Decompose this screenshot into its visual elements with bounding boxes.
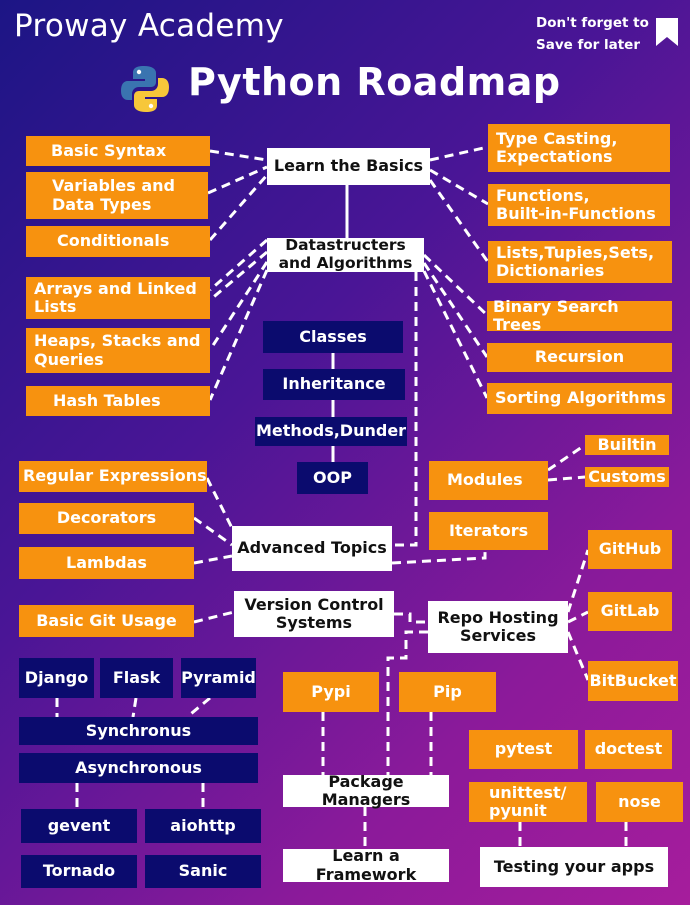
edge-basics-conditionals — [208, 174, 269, 241]
edge-pyramid-sync — [186, 696, 211, 719]
edge-flask-sync — [131, 697, 138, 718]
node-hash-tables: Hash Tables — [26, 386, 210, 416]
node-sorting: Sorting Algorithms — [487, 383, 672, 414]
node-oop: OOP — [297, 462, 368, 494]
node-pypi: Pypi — [283, 672, 379, 712]
node-package-managers: Package Managers — [283, 772, 449, 809]
node-lists: Lists,Tupies,Sets, Dictionaries — [488, 241, 672, 283]
node-nose: nose — [596, 782, 683, 822]
node-tornado: Tornado — [21, 855, 137, 888]
node-methods-dunder: Methods,Dunder — [255, 417, 407, 446]
edge-dsa-arrays — [209, 250, 268, 302]
edge-modules-builtin — [547, 443, 586, 472]
edge-dsa-recursion — [422, 262, 489, 358]
node-arrays: Arrays and Linked Lists — [26, 277, 210, 319]
node-lambdas: Lambdas — [19, 547, 194, 579]
node-type-casting: Type Casting, Expectations — [488, 124, 670, 172]
node-advanced-topics: Advanced Topics — [232, 526, 392, 571]
edge-repo-github — [566, 549, 590, 613]
node-learn-framework: Learn a Framework — [283, 846, 449, 883]
python-logo-icon — [121, 66, 169, 112]
edge-vcs-repo — [394, 612, 428, 624]
node-vcs: Version Control Systems — [234, 591, 394, 637]
edge-advanced-decorators — [193, 516, 233, 547]
node-pip: Pip — [399, 672, 496, 712]
edge-repo-bitbucket — [566, 631, 590, 681]
node-pyramid: Pyramid — [181, 658, 256, 698]
node-gitlab: GitLab — [588, 592, 672, 631]
edge-dsa-sorting — [422, 270, 489, 399]
node-inheritance: Inheritance — [263, 369, 405, 400]
edge-dsa-heaps — [208, 261, 269, 351]
node-bitbucket: BitBucket — [588, 661, 678, 701]
edge-advanced-lambdas — [193, 554, 233, 565]
edge-dsa-conditionals — [209, 238, 268, 292]
edge-dsa-bst — [422, 253, 489, 317]
node-modules: Modules — [429, 461, 548, 500]
node-iterators: Iterators — [429, 512, 548, 550]
node-decorators: Decorators — [19, 503, 194, 534]
node-bst: Binary Search Trees — [487, 297, 672, 334]
node-github: GitHub — [588, 530, 672, 569]
node-gevent: gevent — [21, 809, 137, 843]
edge-dsa-hash — [208, 269, 269, 401]
node-testing: Testing your apps — [480, 847, 668, 887]
node-basic-syntax: Basic Syntax — [26, 136, 210, 166]
edge-basics-lists — [428, 179, 490, 263]
edge-modules-customs — [547, 475, 586, 482]
edge-advanced-iterators — [391, 550, 487, 565]
node-synchronus: Synchronus — [19, 717, 258, 745]
edge-repo-gitlab — [567, 610, 589, 624]
edge-basics-basic-syntax — [209, 149, 268, 162]
save-reminder: Don't forget to Save for later — [536, 15, 649, 53]
node-pytest: pytest — [469, 730, 578, 769]
edge-git-vcs — [193, 610, 235, 624]
node-regex: Regular Expressions — [19, 461, 207, 492]
edge-basics-variables — [207, 165, 268, 195]
node-heaps: Heaps, Stacks and Queries — [26, 328, 210, 373]
node-django: Django — [19, 658, 94, 698]
node-repo-hosting: Repo Hosting Services — [428, 601, 568, 653]
node-unittest: unittest/ pyunit — [469, 782, 587, 822]
node-customs: Customs — [585, 467, 669, 487]
node-flask: Flask — [100, 658, 173, 698]
node-builtin: Builtin — [585, 435, 669, 455]
node-dsa: Datastructers and Algorithms — [267, 236, 424, 272]
node-recursion: Recursion — [487, 343, 672, 372]
node-variables: Variables and Data Types — [26, 172, 208, 219]
node-asynchronous: Asynchronous — [19, 753, 258, 783]
brand-name: Proway Academy — [14, 8, 284, 44]
node-conditionals: Conditionals — [26, 226, 210, 257]
node-doctest: doctest — [585, 730, 672, 769]
node-classes: Classes — [263, 321, 403, 353]
edge-basics-type-casting — [429, 145, 489, 162]
node-aiohttp: aiohttp — [145, 809, 261, 843]
node-learn-basics: Learn the Basics — [267, 148, 430, 185]
node-sanic: Sanic — [145, 855, 261, 888]
node-functions: Functions, Built-in-Functions — [488, 184, 670, 226]
node-basic-git: Basic Git Usage — [19, 605, 194, 637]
edge-basics-functions — [429, 168, 489, 206]
page-title: Python Roadmap — [188, 60, 561, 104]
bookmark-icon[interactable] — [656, 18, 678, 46]
edge-dsa-advanced — [392, 272, 418, 547]
edge-advanced-regex — [205, 477, 234, 529]
